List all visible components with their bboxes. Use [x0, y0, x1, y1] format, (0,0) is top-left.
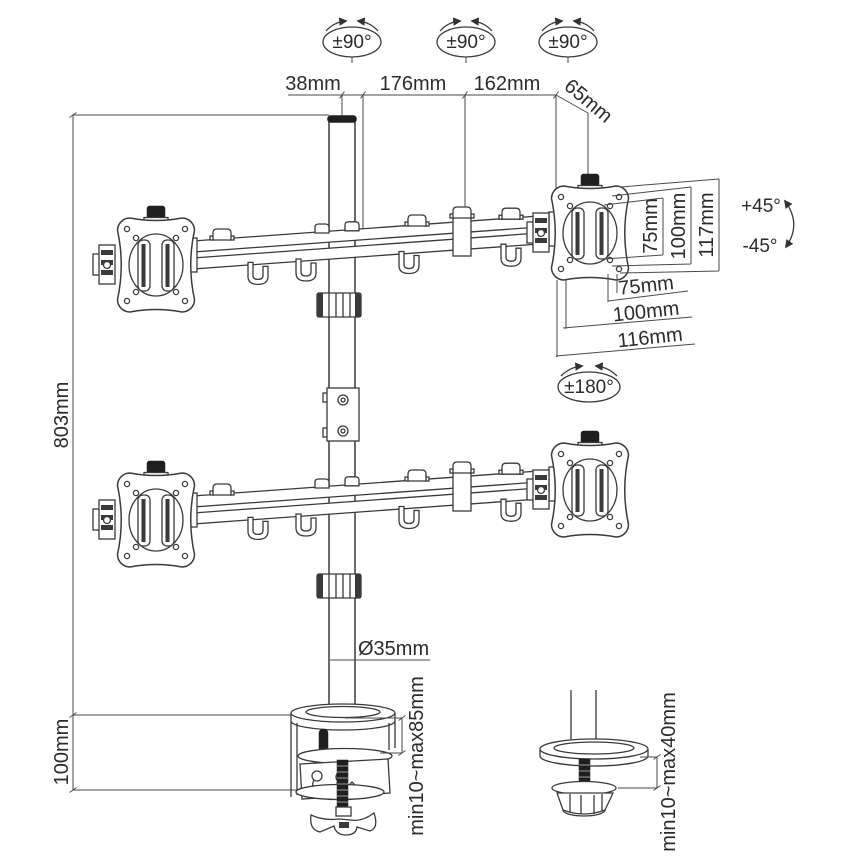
- rotation-ellipse-pole-right: [538, 17, 598, 63]
- tilt-label-up: +45°: [741, 196, 781, 217]
- rotation-label-pole-left: ±90°: [332, 32, 371, 53]
- dim-label-vesa-v75: 75mm: [640, 198, 662, 254]
- vesa-plate-bottom-left: [92, 460, 196, 568]
- dim-label-diameter-35mm: Ø35mm: [358, 638, 429, 660]
- pole-collar-lower: [316, 573, 362, 599]
- lower-arm: [188, 462, 558, 539]
- dim-label-100mm-clamp: 100mm: [51, 719, 73, 786]
- grommet-range-bracket: [618, 754, 661, 791]
- dim-label-176mm: 176mm: [380, 73, 447, 95]
- clamp-range-bracket: [345, 715, 406, 756]
- top-dimension-lines: [288, 91, 589, 230]
- dim-label-803mm: 803mm: [51, 382, 73, 449]
- dim-label-vesa-h116: 116mm: [617, 324, 684, 353]
- rotation-ellipse-vesa-180: [557, 362, 621, 403]
- dim-label-vesa-v117: 117mm: [696, 192, 718, 257]
- vesa-plate-bottom-right: [526, 430, 630, 538]
- dim-label-38mm: 38mm: [285, 73, 341, 95]
- left-dimension-lines: [69, 112, 329, 793]
- rotation-label-vesa-180: ±180°: [564, 377, 614, 398]
- pole-collar-upper: [316, 292, 362, 318]
- dim-label-grommet-range: min10~max40mm: [658, 692, 680, 852]
- grommet-mount: [539, 690, 649, 817]
- vesa-plate-top-right: [526, 173, 630, 281]
- dim-label-vesa-v100: 100mm: [668, 193, 690, 260]
- rotation-ellipse-pole-left: [322, 17, 382, 63]
- tilt-label-down: -45°: [742, 236, 777, 257]
- vesa-horizontal-dimensions: [555, 274, 696, 357]
- rotation-label-pole-right: ±90°: [548, 32, 587, 53]
- desk-clamp: [290, 703, 396, 836]
- dim-label-162mm: 162mm: [474, 73, 541, 95]
- dim-label-vesa-h75: 75mm: [617, 272, 675, 300]
- rotation-label-pole-mid: ±90°: [446, 32, 485, 53]
- pole-coupler: [322, 387, 360, 442]
- rotation-ellipse-pole-mid: [436, 17, 496, 63]
- vesa-plate-top-left: [92, 205, 196, 313]
- vesa-vertical-dimensions: [603, 178, 720, 274]
- upper-arm: [188, 207, 558, 284]
- dim-label-clamp-range: min10~max85mm: [406, 676, 428, 836]
- dim-label-vesa-h100: 100mm: [612, 298, 681, 327]
- tilt-arrow: [783, 199, 795, 249]
